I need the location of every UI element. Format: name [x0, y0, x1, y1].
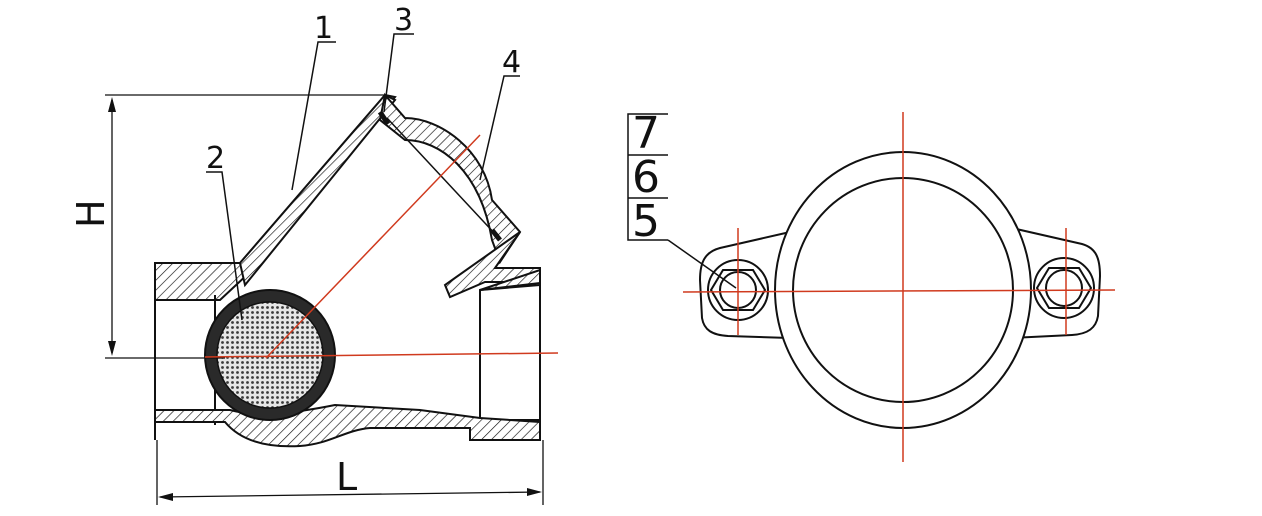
callout-7: 7 — [632, 108, 660, 159]
section-centerlines — [204, 134, 559, 359]
callout-4: 4 — [502, 45, 521, 80]
end-centerlines — [682, 112, 1116, 462]
callout-6: 6 — [632, 152, 660, 203]
dimension-l-line — [159, 491, 541, 498]
leader-4 — [479, 75, 520, 181]
dimension-l-label: L — [336, 455, 357, 499]
leader-3 — [383, 33, 414, 113]
callout-2: 2 — [206, 141, 225, 176]
end-view — [627, 113, 1102, 429]
callout-5: 5 — [632, 196, 660, 247]
gasket-top — [377, 110, 391, 126]
callout-stack — [627, 113, 668, 241]
section-view — [105, 33, 544, 505]
dimension-h-label: H — [69, 199, 113, 228]
leader-1 — [291, 41, 336, 191]
callout-1: 1 — [314, 11, 333, 46]
leader-2 — [206, 171, 243, 321]
leader-5 — [667, 239, 737, 289]
body-right-end — [479, 283, 541, 441]
screen-mesh — [216, 301, 324, 409]
branch-wall — [238, 93, 397, 288]
callout-3: 3 — [394, 3, 413, 38]
